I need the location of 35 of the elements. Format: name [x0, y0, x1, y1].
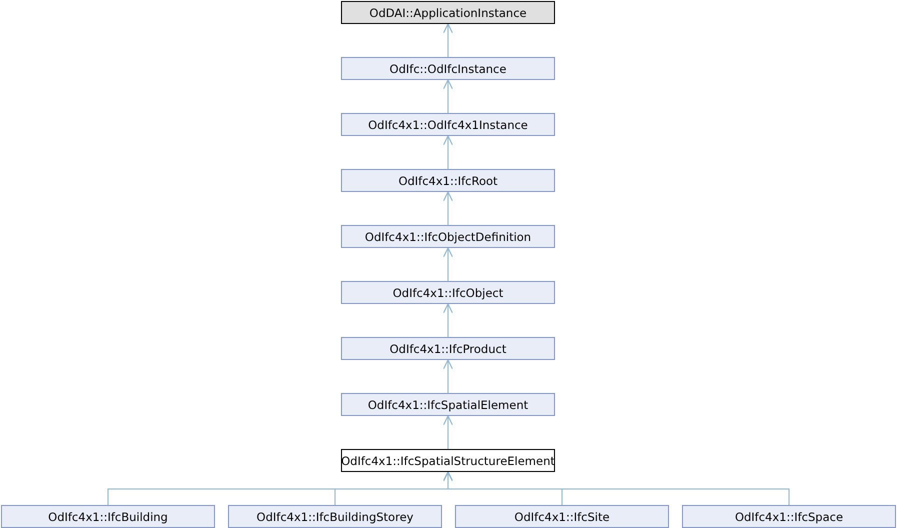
- class-name: OdIfc4x1::IfcRoot: [398, 174, 498, 188]
- class-box: [341, 57, 555, 80]
- inheritance-arrow: [442, 135, 454, 170]
- class-name: OdIfc4x1::OdIfc4x1Instance: [368, 118, 528, 132]
- class-box: [341, 393, 555, 416]
- inheritance-arrow: [442, 23, 454, 58]
- class-name: OdIfc4x1::IfcSpatialElement: [368, 398, 528, 412]
- class-box: [341, 337, 555, 360]
- class-box: [341, 281, 555, 304]
- class-name: OdIfc::OdIfcInstance: [390, 62, 506, 76]
- class-name: OdIfc4x1::IfcSpatialStructureElement: [341, 454, 555, 468]
- inheritance-arrow: [442, 415, 454, 450]
- class-name: OdIfc4x1::IfcObject: [392, 286, 504, 300]
- inheritance-arrow: [442, 359, 454, 394]
- class-box: [1, 505, 215, 528]
- class-name: OdIfc4x1::IfcBuildingStorey: [256, 510, 414, 524]
- class-box: [455, 505, 669, 528]
- class-name: OdIfc4x1::IfcBuilding: [48, 510, 168, 524]
- inheritance-arrow: [442, 191, 454, 226]
- class-box: [341, 1, 555, 24]
- class-name: OdIfc4x1::IfcSite: [514, 510, 610, 524]
- inheritance-arrow: [442, 303, 454, 338]
- inheritance-arrow: [442, 471, 790, 506]
- class-box: [341, 449, 555, 472]
- class-name: OdIfc4x1::IfcSpace: [734, 510, 844, 524]
- class-box: [341, 169, 555, 192]
- class-box: [682, 505, 896, 528]
- class-name: OdDAI::ApplicationInstance: [369, 6, 527, 20]
- inheritance-arrow: [442, 79, 454, 114]
- inheritance-arrow: [442, 247, 454, 282]
- class-box: [341, 225, 555, 248]
- class-name: OdIfc4x1::IfcProduct: [390, 342, 506, 356]
- class-name: OdIfc4x1::IfcObjectDefinition: [364, 230, 532, 244]
- class-box: [341, 113, 555, 136]
- class-box: [228, 505, 442, 528]
